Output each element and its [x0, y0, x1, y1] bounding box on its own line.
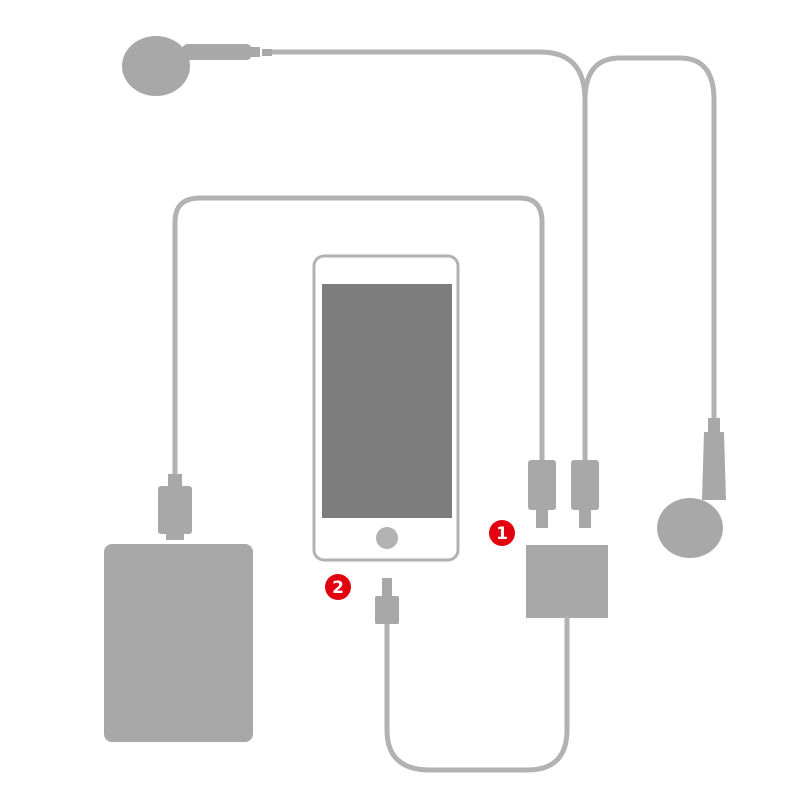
- power-bank-icon: [104, 544, 253, 742]
- smartphone-icon: [312, 254, 460, 562]
- splitter-body: [526, 545, 608, 618]
- phone-screen: [322, 284, 452, 518]
- right-earbud: [657, 418, 726, 558]
- phone-lightning-plug: [375, 578, 399, 624]
- marker-1-label: 1: [496, 524, 508, 544]
- marker-1-badge: 1: [489, 520, 515, 546]
- marker-2-badge: 2: [325, 574, 351, 600]
- splitter-adapter-icon: [375, 545, 608, 773]
- marker-2-label: 2: [332, 578, 344, 598]
- power-bank-plug: [158, 474, 192, 540]
- splitter-cable: [384, 615, 570, 773]
- splitter-charge-plug: [528, 460, 556, 528]
- left-earbud: [122, 36, 272, 96]
- earphone-plug: [571, 460, 599, 528]
- phone-home-button: [376, 527, 398, 549]
- earphones-icon: [122, 36, 726, 558]
- charging-cable-icon: [158, 195, 556, 540]
- charge-cable-wire: [172, 195, 545, 493]
- earphone-cable-loop: [582, 55, 717, 423]
